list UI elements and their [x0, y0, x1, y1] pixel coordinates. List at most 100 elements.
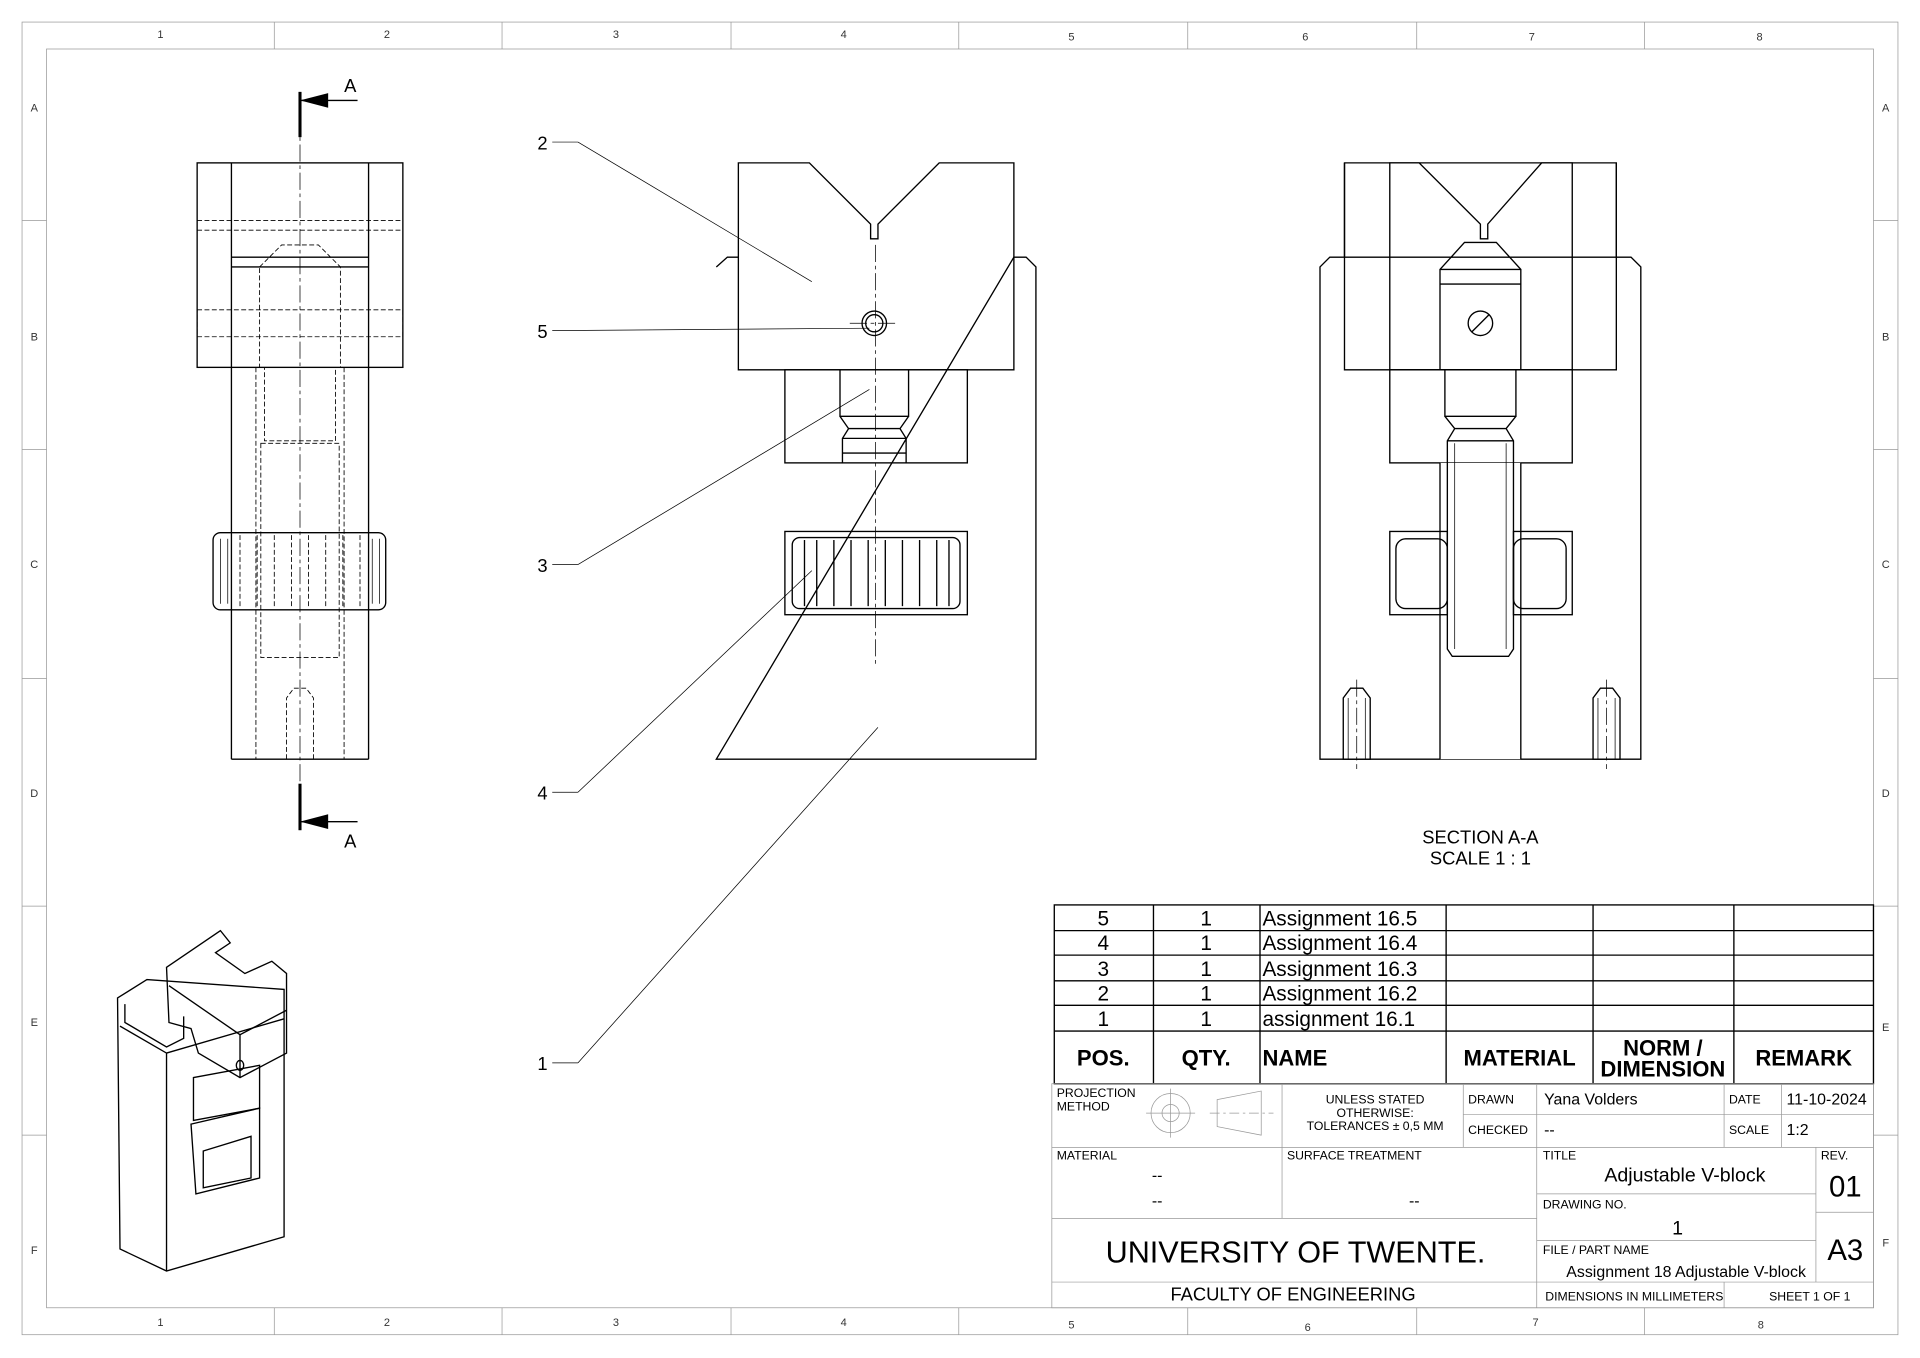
- zone-col-2-bottom: 2: [384, 1317, 390, 1329]
- section-view: SECTION A-A SCALE 1 : 1: [1319, 162, 1642, 869]
- bom-header-name: NAME: [1262, 1045, 1327, 1070]
- section-title: SECTION A-A: [1422, 827, 1539, 848]
- zone-row-f: F: [31, 1245, 38, 1257]
- sheet-number: SHEET 1 OF 1: [1769, 1289, 1851, 1303]
- projection-method-icon: [1146, 1088, 1274, 1138]
- bom-header-dimension: DIMENSION: [1600, 1056, 1725, 1081]
- sheet-frame: 1 2 3 4 5 6 7 8 1 2 3 4 5 6 7 8 A B C D …: [21, 21, 1899, 1336]
- zone-col-8: 8: [1757, 31, 1763, 43]
- balloon-callouts: [552, 141, 879, 1064]
- front-view: [715, 162, 1037, 760]
- side-view: A A: [196, 75, 404, 851]
- bom-pos: 3: [1097, 958, 1109, 981]
- drawn-label: DRAWN: [1468, 1092, 1514, 1106]
- surface-treatment-value: --: [1409, 1193, 1420, 1210]
- bom-name: Assignment 16.2: [1262, 982, 1417, 1005]
- bom-name: assignment 16.1: [1262, 1008, 1415, 1031]
- bom-row: 4 1 Assignment 16.4: [1097, 932, 1417, 955]
- bom-header-material: MATERIAL: [1463, 1045, 1575, 1070]
- surface-treatment-label: SURFACE TREATMENT: [1287, 1149, 1422, 1163]
- title-block: PROJECTION METHOD UNLESS STATED OTHERWIS…: [1051, 1083, 1874, 1309]
- zone-col-6: 6: [1302, 31, 1308, 43]
- file-label: FILE / PART NAME: [1543, 1243, 1649, 1257]
- zone-row-f-right: F: [1882, 1238, 1889, 1250]
- bom-qty: 1: [1200, 1008, 1212, 1031]
- zone-col-4: 4: [841, 29, 847, 41]
- title-label: TITLE: [1543, 1149, 1576, 1163]
- bom-qty: 1: [1200, 958, 1212, 981]
- bom-name: Assignment 16.5: [1262, 908, 1417, 931]
- checked-label: CHECKED: [1468, 1123, 1528, 1137]
- material-label: MATERIAL: [1057, 1149, 1117, 1163]
- bom-qty: 1: [1200, 982, 1212, 1005]
- balloon-1: 1: [537, 1053, 547, 1074]
- zone-row-e-right: E: [1882, 1022, 1889, 1034]
- zone-row-c-right: C: [1882, 559, 1890, 571]
- section-marker-top: A: [298, 75, 358, 138]
- zone-col-3: 3: [613, 29, 619, 41]
- zone-col-8-bottom: 8: [1758, 1320, 1764, 1332]
- zone-col-6-bottom: 6: [1305, 1322, 1311, 1334]
- zone-col-5: 5: [1068, 31, 1074, 43]
- zone-row-a-right: A: [1882, 102, 1890, 114]
- rev-label: REV.: [1821, 1149, 1848, 1163]
- bom-pos: 2: [1097, 982, 1109, 1005]
- bom-name: Assignment 16.4: [1262, 932, 1417, 955]
- bom-pos: 1: [1097, 1008, 1109, 1031]
- projection-label-2: METHOD: [1057, 1100, 1110, 1114]
- zone-col-7-bottom: 7: [1532, 1317, 1538, 1329]
- bom-row: 1 1 assignment 16.1: [1097, 1008, 1415, 1031]
- zone-row-d-right: D: [1882, 788, 1890, 800]
- zone-row-d: D: [30, 788, 38, 800]
- zone-col-2: 2: [384, 29, 390, 41]
- balloon-3: 3: [537, 555, 547, 576]
- section-marker-label-bottom: A: [344, 830, 357, 851]
- scale-value: 1:2: [1787, 1122, 1809, 1139]
- bom-row: 2 1 Assignment 16.2: [1097, 982, 1417, 1005]
- faculty-name: FACULTY OF ENGINEERING: [1170, 1283, 1415, 1304]
- sheet-size: A3: [1827, 1234, 1863, 1267]
- material-value-2: --: [1152, 1193, 1163, 1210]
- drawing-no-value: 1: [1672, 1217, 1683, 1239]
- drawing-no-label: DRAWING NO.: [1543, 1198, 1627, 1212]
- zone-row-b-right: B: [1882, 331, 1889, 343]
- bom-name: Assignment 16.3: [1262, 958, 1417, 981]
- zone-col-1-bottom: 1: [157, 1317, 163, 1329]
- bom-row: 3 1 Assignment 16.3: [1097, 958, 1417, 981]
- projection-label: PROJECTION: [1057, 1086, 1136, 1100]
- balloon-2: 2: [537, 132, 547, 153]
- tolerance-line-3: TOLERANCES ± 0,5 MM: [1307, 1119, 1444, 1133]
- checked-value: --: [1544, 1122, 1555, 1139]
- zone-row-b: B: [31, 331, 38, 343]
- zone-col-3-bottom: 3: [613, 1317, 619, 1329]
- zone-col-7: 7: [1529, 31, 1535, 43]
- date-label: DATE: [1729, 1092, 1761, 1106]
- balloon-4: 4: [537, 783, 547, 804]
- section-scale: SCALE 1 : 1: [1430, 848, 1531, 869]
- drawn-value: Yana Volders: [1544, 1092, 1637, 1109]
- section-marker-bottom: A: [298, 783, 358, 851]
- zone-row-c: C: [30, 559, 38, 571]
- bom-pos: 5: [1097, 908, 1109, 931]
- scale-label: SCALE: [1729, 1123, 1769, 1137]
- zone-col-4-bottom: 4: [841, 1317, 847, 1329]
- dimensions-note: DIMENSIONS IN MILLIMETERS: [1545, 1289, 1723, 1303]
- material-value-1: --: [1152, 1167, 1163, 1184]
- zone-col-5-bottom: 5: [1068, 1320, 1074, 1332]
- zone-col-1: 1: [157, 29, 163, 41]
- date-value: 11-10-2024: [1787, 1092, 1867, 1109]
- bom-header-remark: REMARK: [1755, 1045, 1852, 1070]
- bom-qty: 1: [1200, 932, 1212, 955]
- bom-header-qty: QTY.: [1182, 1045, 1231, 1070]
- university-name: UNIVERSITY OF TWENTE.: [1106, 1235, 1486, 1269]
- bom-qty: 1: [1200, 908, 1212, 931]
- title-value: Adjustable V-block: [1604, 1165, 1765, 1187]
- balloon-5: 5: [537, 321, 547, 342]
- section-marker-label-top: A: [344, 75, 357, 96]
- bom-row: 5 1 Assignment 16.5: [1097, 908, 1417, 931]
- bom-pos: 4: [1097, 932, 1109, 955]
- rev-value: 01: [1829, 1170, 1862, 1203]
- bom-header-pos: POS.: [1077, 1045, 1130, 1070]
